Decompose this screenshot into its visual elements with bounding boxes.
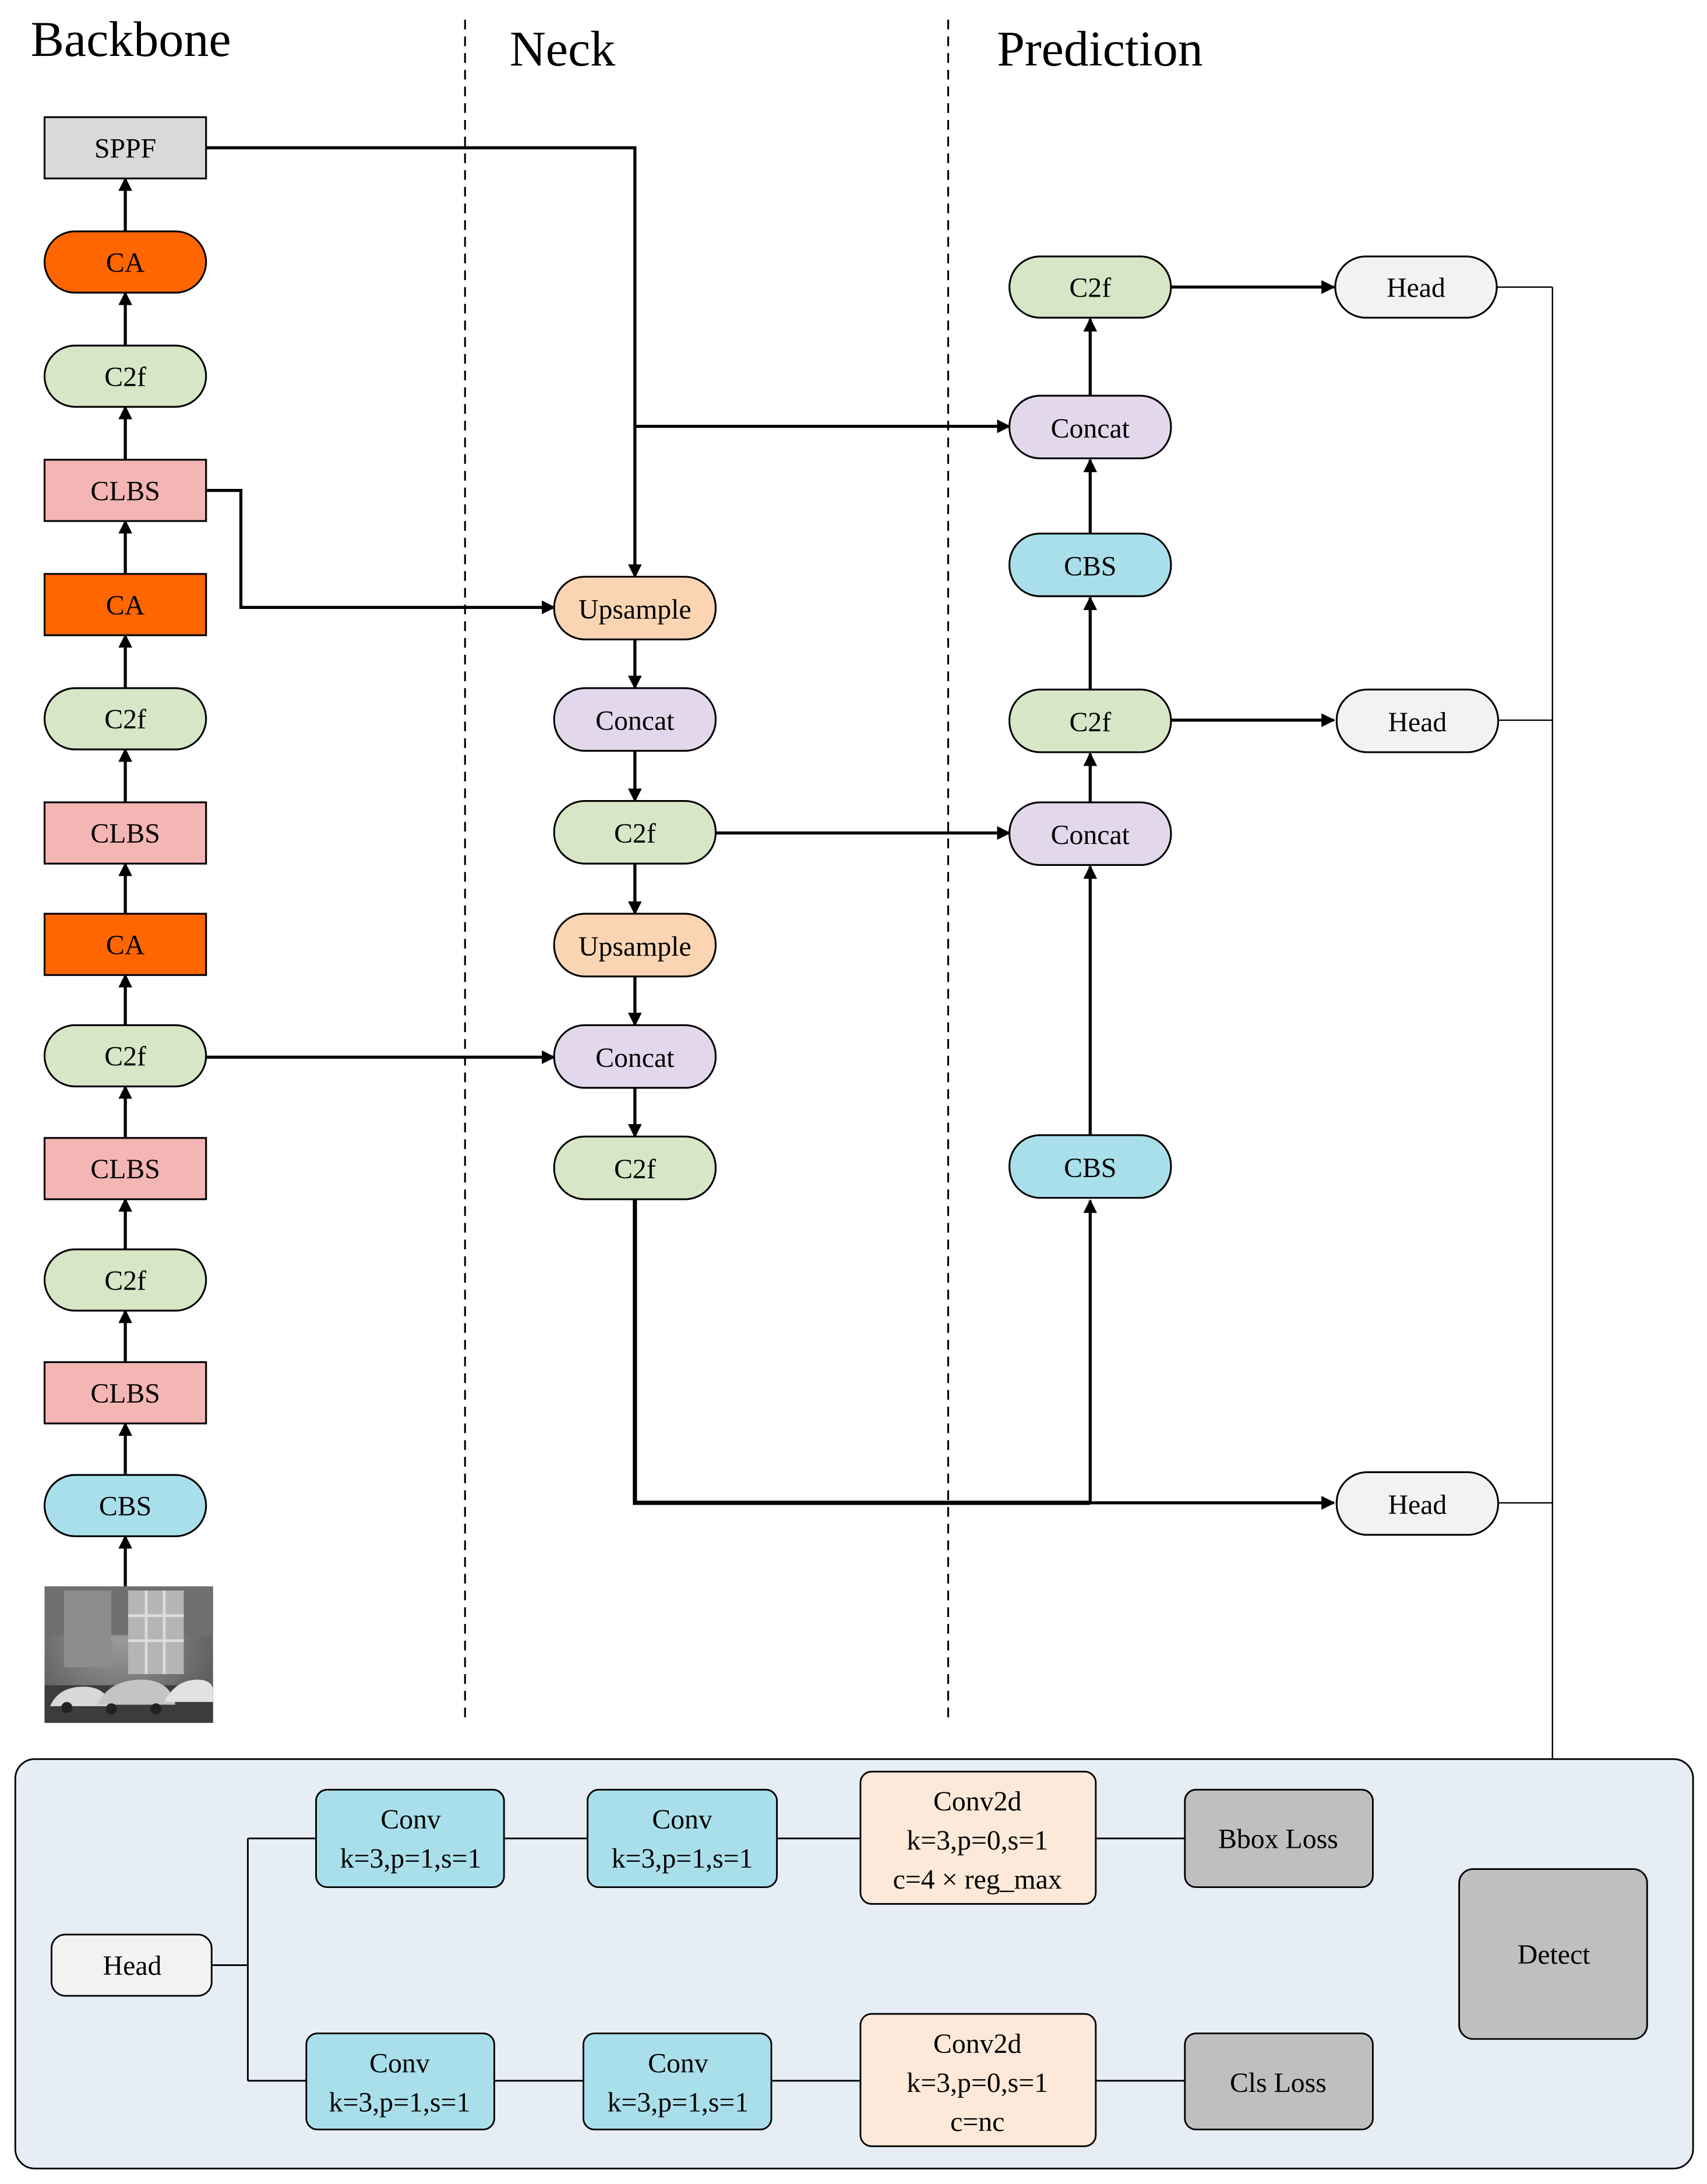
bbox-loss-label: Bbox Loss	[1218, 1824, 1338, 1855]
c2f-block-backbone-bottom: C2f	[43, 1248, 207, 1312]
head-block-mid: Head	[1335, 688, 1500, 753]
section-title-prediction: Prediction	[997, 21, 1203, 77]
c2f-block-neck-2: C2f	[553, 1135, 717, 1200]
cls-conv-a-name: Conv	[369, 2048, 430, 2079]
ca-low-label: CA	[106, 929, 145, 960]
cls-conv2d-channels: c=nc	[950, 2106, 1004, 2137]
concat-neck-1-label: Concat	[595, 706, 674, 737]
sppf-block: SPPF	[43, 116, 207, 179]
head-mid-label: Head	[1388, 707, 1447, 738]
c2f-block-backbone-top: C2f	[43, 344, 207, 408]
bbox-conv-b-block: Conv k=3,p=1,s=1	[587, 1788, 778, 1889]
bbox-conv2d-channels: c=4 × reg_max	[893, 1864, 1062, 1895]
concat-neck-2-label: Concat	[595, 1042, 674, 1073]
head-low-label: Head	[1388, 1489, 1447, 1520]
c2f-backbone-top-label: C2f	[104, 361, 146, 392]
bbox-conv-a-name: Conv	[380, 1804, 441, 1835]
connector-lines	[206, 146, 1335, 1510]
cls-conv2d-name: Conv2d	[933, 2028, 1021, 2059]
head-block-low: Head	[1335, 1471, 1500, 1536]
input-image	[44, 1586, 213, 1723]
bbox-conv2d-name: Conv2d	[933, 1786, 1021, 1817]
detect-block: Detect	[1458, 1868, 1648, 2040]
cbs-prediction-top-label: CBS	[1064, 551, 1116, 582]
concat-prediction-mid-label: Concat	[1051, 820, 1130, 851]
ca-mid-label: CA	[106, 590, 145, 621]
cbs-stem-label: CBS	[99, 1491, 151, 1522]
c2f-block-prediction-mid: C2f	[1008, 688, 1172, 753]
c2f-neck-1-label: C2f	[614, 818, 656, 849]
concat-block-neck-2: Concat	[553, 1024, 717, 1089]
cbs-block-stem: CBS	[43, 1474, 207, 1537]
cls-loss-label: Cls Loss	[1230, 2067, 1327, 2098]
cls-conv-b-block: Conv k=3,p=1,s=1	[582, 2032, 773, 2130]
upsample-1-label: Upsample	[579, 594, 692, 625]
clbs-block-top: CLBS	[43, 459, 207, 522]
concat-prediction-top-label: Concat	[1051, 413, 1130, 444]
c2f-block-prediction-top: C2f	[1008, 255, 1172, 319]
detail-head-block: Head	[50, 1933, 213, 1997]
c2f-backbone-bottom-label: C2f	[104, 1265, 146, 1296]
clbs-block-low: CLBS	[43, 1137, 207, 1200]
cbs-block-prediction-low: CBS	[1008, 1134, 1172, 1199]
clbs-bottom-label: CLBS	[90, 1378, 160, 1409]
bbox-conv2d-block: Conv2d k=3,p=0,s=1 c=4 × reg_max	[859, 1770, 1097, 1905]
concat-block-neck-1: Concat	[553, 687, 717, 752]
detect-label: Detect	[1518, 1939, 1590, 1970]
section-title-backbone: Backbone	[31, 11, 231, 67]
c2f-prediction-top-label: C2f	[1069, 272, 1111, 303]
c2f-block-backbone-low: C2f	[43, 1024, 207, 1087]
c2f-neck-2-label: C2f	[614, 1154, 656, 1185]
head-to-detect-lines	[1497, 286, 1559, 1868]
cbs-block-prediction-top: CBS	[1008, 533, 1172, 597]
cls-conv2d-params: k=3,p=0,s=1	[907, 2067, 1048, 2098]
clbs-block-bottom: CLBS	[43, 1361, 207, 1425]
concat-block-prediction-top: Concat	[1008, 394, 1172, 460]
ca-block-low: CA	[43, 913, 207, 976]
c2f-prediction-mid-label: C2f	[1069, 707, 1111, 738]
sppf-label: SPPF	[94, 133, 156, 164]
head-detail-panel	[14, 1758, 1694, 2169]
bbox-conv-a-block: Conv k=3,p=1,s=1	[315, 1788, 505, 1889]
section-title-neck: Neck	[510, 21, 616, 77]
ca-block-top: CA	[43, 230, 207, 294]
detail-head-label: Head	[103, 1950, 162, 1981]
bbox-conv-a-params: k=3,p=1,s=1	[340, 1843, 482, 1874]
head-block-top: Head	[1334, 255, 1498, 319]
head-top-label: Head	[1387, 272, 1445, 303]
ca-top-label: CA	[106, 247, 145, 278]
bbox-conv2d-params: k=3,p=0,s=1	[907, 1825, 1048, 1856]
clbs-block-mid: CLBS	[43, 801, 207, 865]
clbs-low-label: CLBS	[90, 1154, 160, 1185]
bbox-conv-b-params: k=3,p=1,s=1	[612, 1843, 753, 1874]
c2f-block-backbone-mid: C2f	[43, 687, 207, 751]
c2f-backbone-low-label: C2f	[104, 1041, 146, 1072]
cls-conv-b-name: Conv	[648, 2048, 708, 2079]
cls-conv-b-params: k=3,p=1,s=1	[607, 2087, 749, 2118]
ca-block-mid: CA	[43, 573, 207, 636]
cls-conv2d-block: Conv2d k=3,p=0,s=1 c=nc	[859, 2013, 1097, 2147]
bbox-conv-b-name: Conv	[652, 1804, 713, 1835]
cls-loss-block: Cls Loss	[1184, 2032, 1374, 2130]
concat-block-prediction-mid: Concat	[1008, 801, 1172, 866]
c2f-block-neck-1: C2f	[553, 799, 717, 865]
clbs-top-label: CLBS	[90, 475, 160, 506]
detail-branch-lines	[211, 1837, 1185, 2082]
cls-conv-a-params: k=3,p=1,s=1	[329, 2087, 471, 2118]
bbox-loss-block: Bbox Loss	[1184, 1788, 1374, 1889]
upsample-block-1: Upsample	[553, 576, 717, 640]
upsample-block-2: Upsample	[553, 913, 717, 978]
c2f-backbone-mid-label: C2f	[104, 704, 146, 735]
clbs-mid-label: CLBS	[90, 818, 160, 849]
cbs-prediction-low-label: CBS	[1064, 1153, 1116, 1183]
cls-conv-a-block: Conv k=3,p=1,s=1	[305, 2032, 495, 2130]
upsample-2-label: Upsample	[579, 931, 692, 962]
